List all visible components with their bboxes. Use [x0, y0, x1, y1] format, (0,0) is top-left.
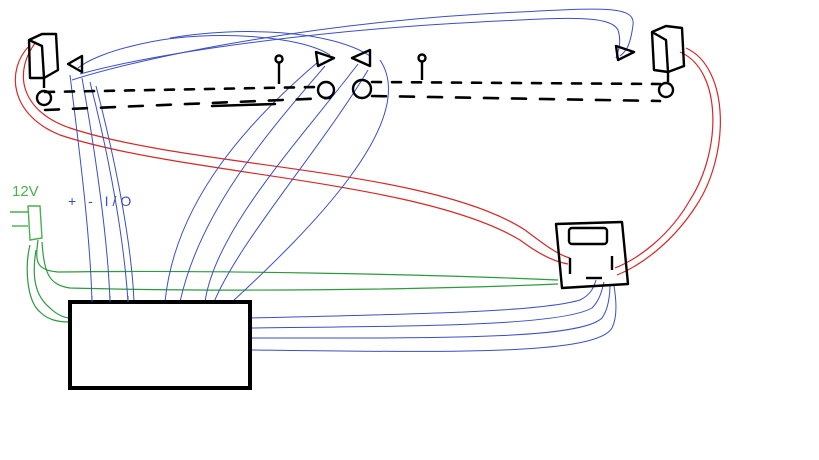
blue-wire-box-ctrl-2 — [249, 281, 605, 329]
right-sensor-body — [650, 24, 686, 74]
mid-lens-left — [316, 80, 336, 100]
left-sensor-body — [27, 32, 60, 80]
controller-unit — [554, 220, 630, 290]
red-wires — [14, 41, 721, 276]
blue-wire-left-4 — [95, 85, 135, 303]
power-plug-body — [27, 205, 43, 241]
blue-wire-left-2 — [81, 77, 111, 303]
blue-wire-box-ctrl-3 — [249, 283, 611, 339]
blue-wire-left-3 — [89, 81, 129, 303]
right-emitter-triangle — [614, 44, 636, 62]
green-wire-upper — [36, 239, 559, 281]
blue-wire-center-3 — [204, 63, 359, 303]
beam-solid-segment — [210, 102, 277, 108]
main-control-box — [68, 300, 252, 390]
green-wire-to-box-b — [33, 249, 71, 319]
mid-triangle-right-facing — [314, 50, 336, 68]
left-emitter-triangle — [66, 54, 84, 74]
right-sensor-face — [651, 30, 670, 73]
green-wires — [26, 239, 559, 323]
blue-wire-top-loop-2 — [79, 17, 621, 75]
post-marker-right-head — [417, 53, 427, 63]
red-wire-left-a — [14, 44, 569, 265]
red-wire-right-a — [614, 51, 714, 269]
blue-wire-left-1 — [69, 74, 93, 303]
blue-wire-mid-loop-2 — [169, 31, 371, 57]
blue-wire-box-ctrl-1 — [249, 279, 597, 319]
left-sensor-lens — [35, 89, 53, 107]
blue-wire-mid-loop — [77, 35, 331, 69]
mid-lens-right — [351, 78, 373, 100]
beam-upper — [43, 80, 662, 94]
blue-wire-center-5 — [231, 59, 389, 303]
left-sensor-face — [28, 38, 46, 79]
blue-wires — [69, 8, 634, 352]
controller-display — [567, 226, 609, 246]
blue-wire-center-2 — [179, 65, 326, 303]
supply-voltage-label: 12V — [12, 183, 39, 200]
right-sensor — [614, 24, 686, 99]
blue-wire-box-ctrl-4 — [249, 285, 617, 352]
box-entry-stubs — [91, 296, 129, 302]
terminal-labels: + - I/O — [68, 193, 135, 209]
red-wire-right-b — [616, 47, 721, 276]
controller-body — [554, 220, 630, 290]
power-plug — [10, 205, 43, 241]
light-beams — [43, 80, 662, 112]
middle-sensors — [274, 48, 427, 100]
left-sensor — [27, 32, 84, 107]
red-wire-left-b — [22, 41, 571, 259]
post-marker-left-head — [274, 54, 284, 64]
green-wire-lower — [41, 241, 559, 291]
mid-triangle-left-facing — [350, 48, 372, 68]
right-sensor-lens — [657, 81, 675, 99]
green-wire-to-box-a — [26, 244, 71, 323]
beam-lower — [43, 94, 662, 112]
blue-wire-center-1 — [164, 61, 319, 303]
blue-wire-center-4 — [213, 69, 369, 303]
